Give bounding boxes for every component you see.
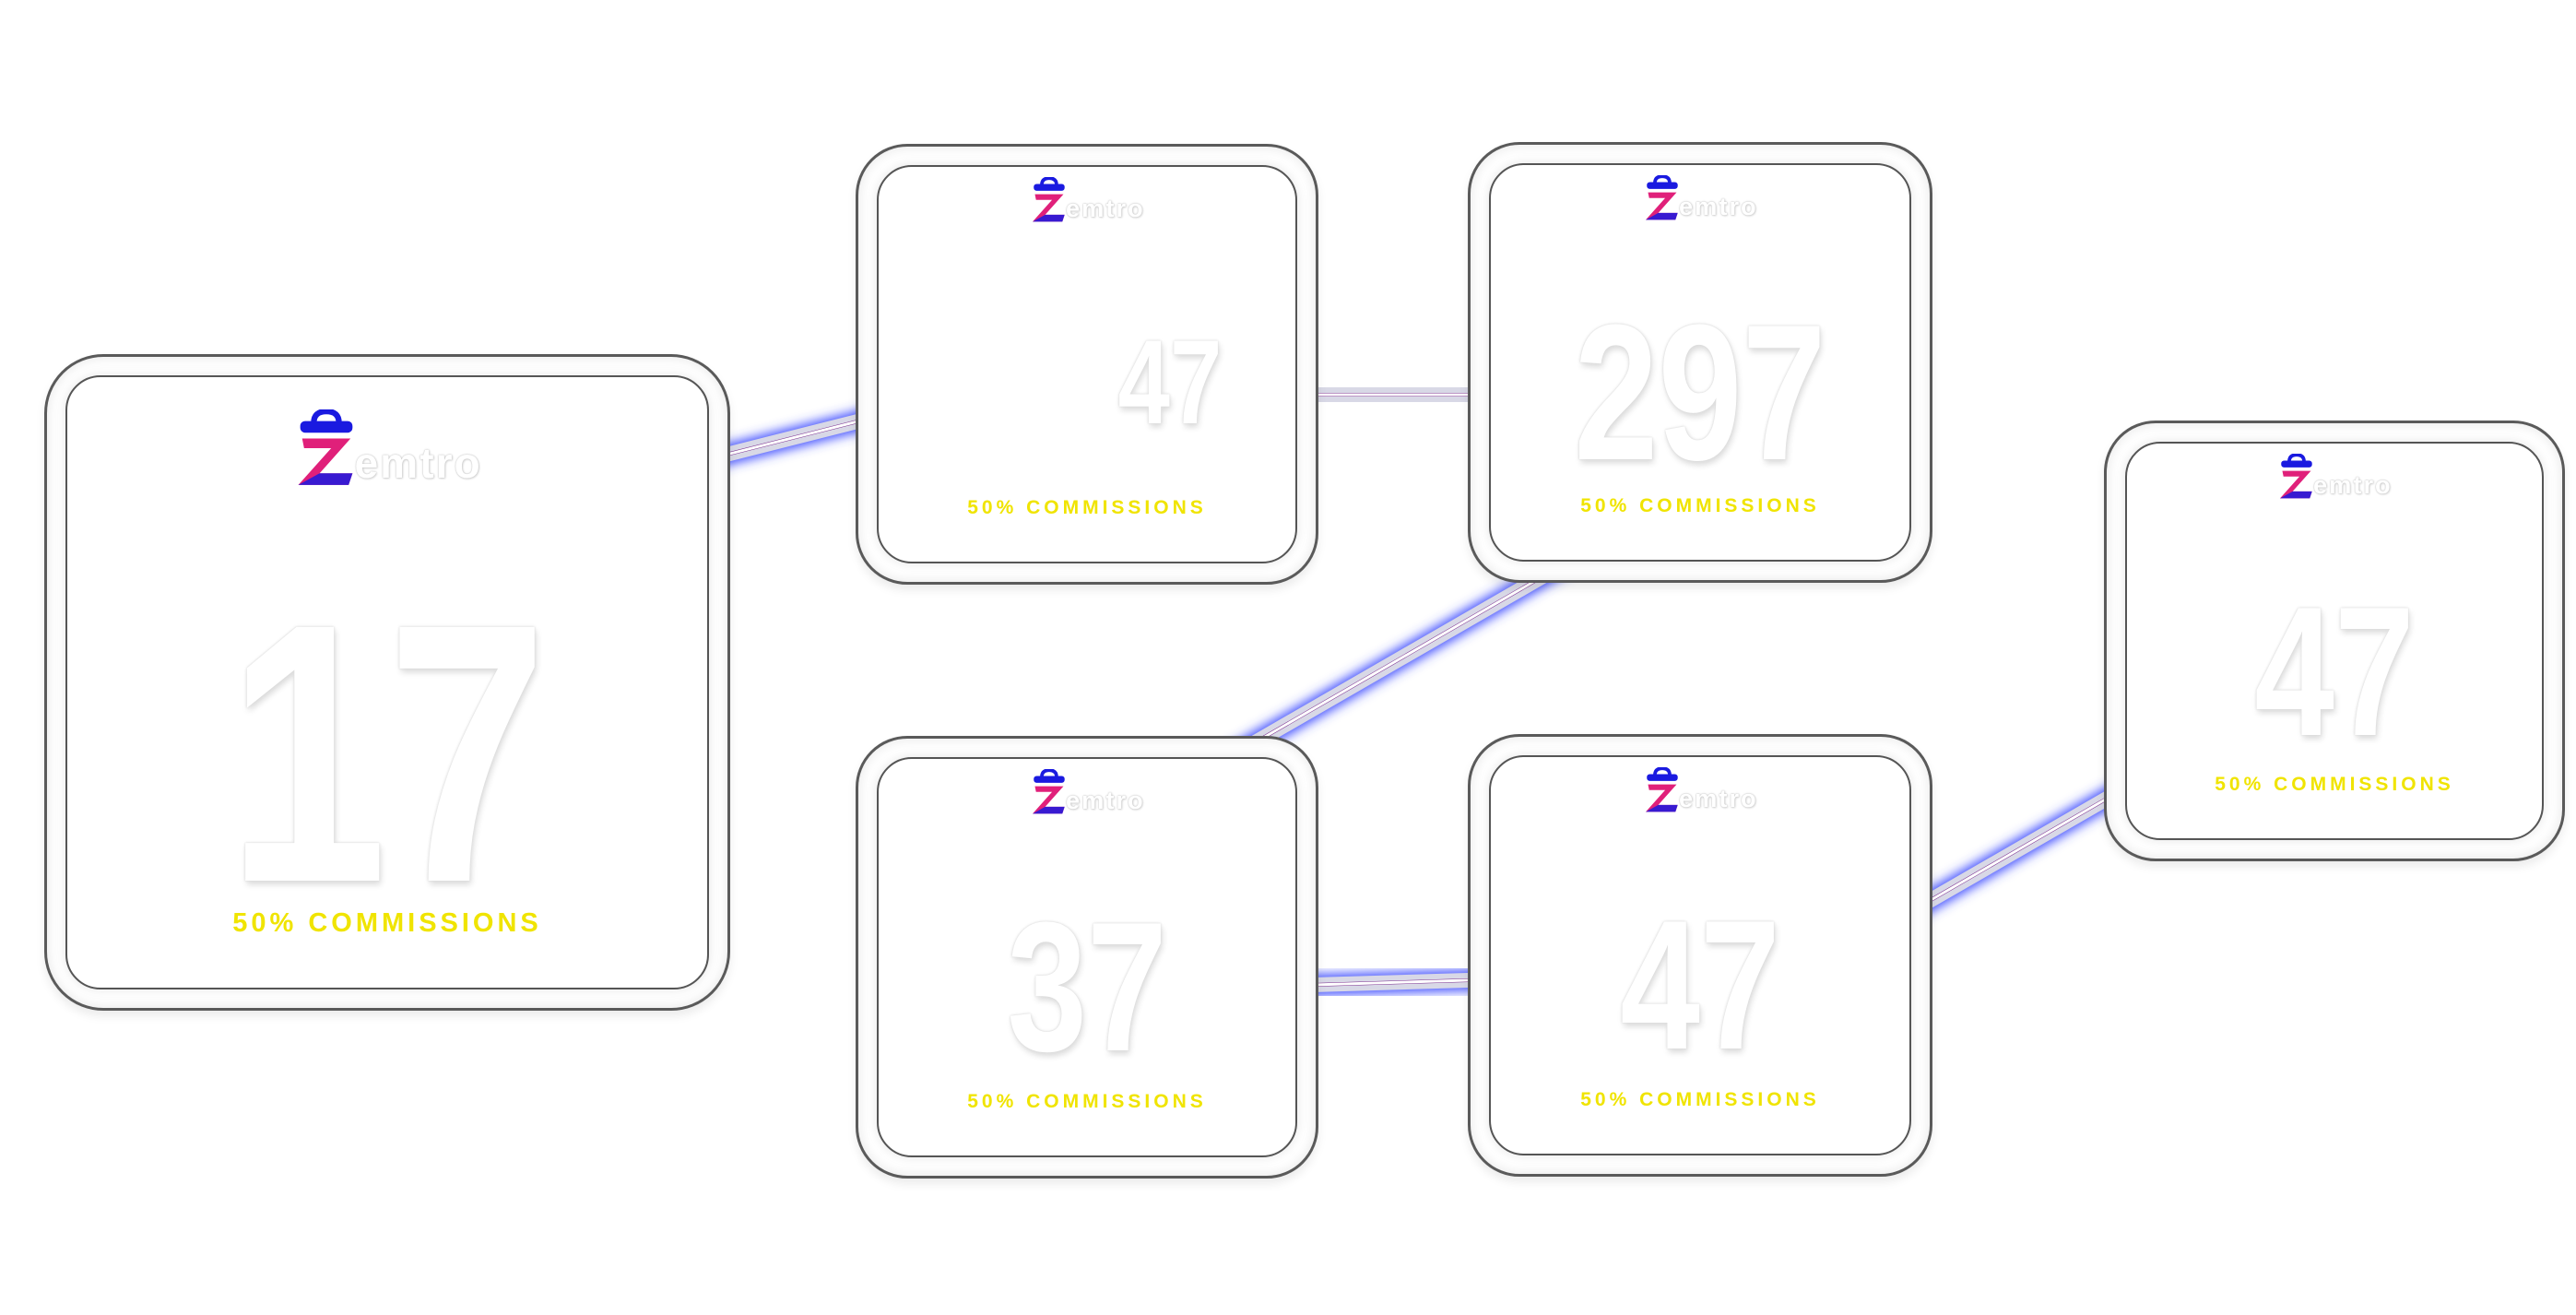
zemtro-wordmark: emtro	[1065, 785, 1145, 814]
zemtro-logo: emtro	[2276, 453, 2392, 500]
zemtro-logo: emtro	[1029, 768, 1144, 815]
card-inner-frame	[877, 757, 1297, 1157]
zemtro-bag-icon	[2280, 453, 2312, 498]
card-inner-frame	[65, 375, 709, 989]
zemtro-logo: emtro	[1642, 174, 1757, 221]
price-label: 47	[1620, 883, 1780, 1088]
zemtro-wordmark: emtro	[2312, 469, 2393, 499]
price-label: 37	[1007, 884, 1167, 1090]
card-inner-frame	[1489, 163, 1911, 562]
zemtro-bag-icon	[298, 409, 353, 485]
price-label: 17	[227, 547, 548, 959]
zemtro-logo: emtro	[292, 409, 482, 488]
card-inner-frame	[877, 165, 1297, 563]
commission-caption: 50% COMMISSIONS	[1580, 1089, 1820, 1110]
price-label: 47	[1117, 314, 1223, 449]
card-inner-frame	[2125, 442, 2544, 840]
commission-caption: 50% COMMISSIONS	[232, 908, 542, 938]
zemtro-bag-icon	[1033, 768, 1065, 813]
commission-caption: 50% COMMISSIONS	[1580, 495, 1820, 516]
commission-caption: 50% COMMISSIONS	[967, 1091, 1207, 1112]
zemtro-wordmark: emtro	[1065, 193, 1145, 222]
connector-n3-n4	[1218, 554, 1574, 768]
commission-caption: 50% COMMISSIONS	[2215, 774, 2454, 795]
zemtro-wordmark: emtro	[1678, 191, 1758, 220]
zemtro-logo: emtro	[1029, 176, 1144, 223]
card-inner-frame	[1489, 755, 1911, 1155]
funnel-step-card: emtro 47 50% COMMISSIONS	[856, 144, 1318, 585]
zemtro-logo: emtro	[1642, 766, 1757, 813]
zemtro-wordmark: emtro	[354, 438, 482, 487]
zemtro-wordmark: emtro	[1678, 783, 1758, 812]
price-label: 47	[2254, 569, 2415, 775]
zemtro-bag-icon	[1646, 766, 1678, 812]
zemtro-bag-icon	[1033, 176, 1065, 221]
zemtro-bag-icon	[1646, 174, 1678, 219]
commission-caption: 50% COMMISSIONS	[967, 497, 1207, 518]
connector-n5-n6	[1898, 785, 2123, 923]
price-label: 297	[1574, 284, 1826, 501]
